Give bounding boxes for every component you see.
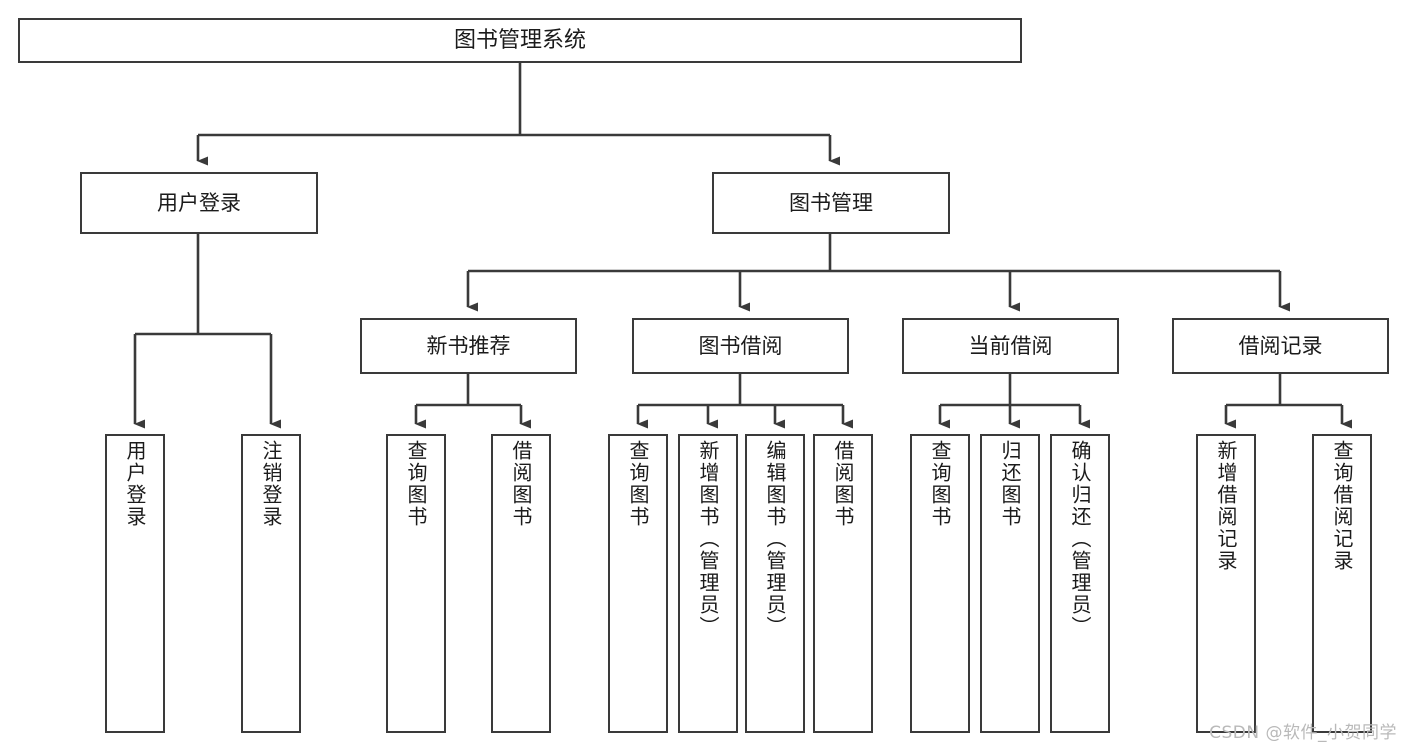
node-label: 借阅图书 bbox=[831, 440, 855, 528]
node-label: 图书管理 bbox=[789, 190, 873, 215]
node-borrow-record[interactable]: 借阅记录 bbox=[1172, 318, 1389, 374]
node-label: 新增图书（管理员） bbox=[696, 440, 720, 638]
node-label: 查询图书 bbox=[928, 440, 952, 528]
node-leaf-borrow-book[interactable]: 借阅图书 bbox=[813, 434, 873, 733]
node-leaf-add-borrow-record[interactable]: 新增借阅记录 bbox=[1196, 434, 1256, 733]
node-leaf-logout[interactable]: 注销登录 bbox=[241, 434, 301, 733]
node-user-login[interactable]: 用户登录 bbox=[80, 172, 318, 234]
node-leaf-edit-book-admin[interactable]: 编辑图书（管理员） bbox=[745, 434, 805, 733]
node-label: 注销登录 bbox=[259, 440, 283, 528]
node-leaf-query-book-newbook[interactable]: 查询图书 bbox=[386, 434, 446, 733]
node-leaf-user-login[interactable]: 用户登录 bbox=[105, 434, 165, 733]
node-label: 归还图书 bbox=[998, 440, 1022, 528]
node-root-book-management-system[interactable]: 图书管理系统 bbox=[18, 18, 1022, 63]
node-label: 用户登录 bbox=[157, 190, 241, 215]
node-label: 图书借阅 bbox=[698, 333, 783, 358]
node-leaf-confirm-return-admin[interactable]: 确认归还（管理员） bbox=[1050, 434, 1110, 733]
node-label: 图书管理系统 bbox=[453, 27, 586, 53]
node-label: 查询借阅记录 bbox=[1330, 440, 1354, 572]
node-leaf-query-book-borrow[interactable]: 查询图书 bbox=[608, 434, 668, 733]
node-label: 确认归还（管理员） bbox=[1068, 440, 1092, 638]
node-label: 查询图书 bbox=[404, 440, 428, 528]
node-label: 查询图书 bbox=[626, 440, 650, 528]
node-book-borrow[interactable]: 图书借阅 bbox=[632, 318, 849, 374]
node-current-borrow[interactable]: 当前借阅 bbox=[902, 318, 1119, 374]
node-label: 用户登录 bbox=[123, 440, 147, 528]
node-new-book-recommend[interactable]: 新书推荐 bbox=[360, 318, 577, 374]
node-label: 新增借阅记录 bbox=[1214, 440, 1238, 572]
csdn-watermark: CSDN @软件_小贺同学 bbox=[1209, 723, 1397, 743]
node-label: 编辑图书（管理员） bbox=[763, 440, 787, 638]
node-leaf-return-book[interactable]: 归还图书 bbox=[980, 434, 1040, 733]
node-leaf-query-book-current[interactable]: 查询图书 bbox=[910, 434, 970, 733]
node-label: 新书推荐 bbox=[426, 333, 511, 358]
node-leaf-borrow-book-newbook[interactable]: 借阅图书 bbox=[491, 434, 551, 733]
node-label: 借阅图书 bbox=[509, 440, 533, 528]
node-label: 借阅记录 bbox=[1238, 333, 1323, 358]
node-leaf-add-book-admin[interactable]: 新增图书（管理员） bbox=[678, 434, 738, 733]
node-book-management[interactable]: 图书管理 bbox=[712, 172, 950, 234]
node-leaf-query-borrow-record[interactable]: 查询借阅记录 bbox=[1312, 434, 1372, 733]
node-label: 当前借阅 bbox=[968, 333, 1053, 358]
